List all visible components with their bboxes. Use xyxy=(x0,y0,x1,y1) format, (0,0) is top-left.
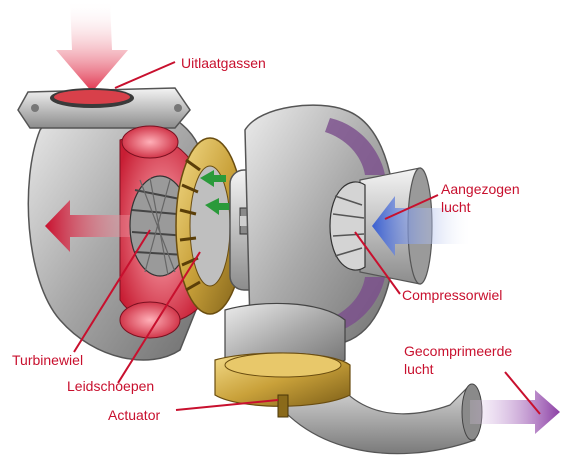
compressor-wheel xyxy=(329,181,366,271)
turbine-wheel xyxy=(129,175,191,277)
leader-lines xyxy=(73,61,541,415)
exhaust-inflow-arrow xyxy=(56,0,128,92)
compressor-housing xyxy=(244,104,433,348)
label-intake-air-line2: lucht xyxy=(441,199,471,215)
intake-air-arrow xyxy=(372,196,470,256)
label-turbine-wheel: Turbinewiel xyxy=(12,352,84,368)
label-compressed-air-line2: lucht xyxy=(404,361,434,377)
label-compressor-wheel: Compressorwiel xyxy=(402,287,503,303)
exhaust-outflow-arrow xyxy=(45,200,140,252)
guide-vanes-ring xyxy=(175,137,245,315)
label-intake-air-line1: Aangezogen xyxy=(441,181,520,197)
actuator-body xyxy=(214,302,351,418)
label-guide-vanes: Leidschoepen xyxy=(67,378,155,394)
label-exhaust-gases: Uitlaatgassen xyxy=(181,55,266,71)
label-compressed-air-line1: Gecomprimeerde xyxy=(404,343,513,359)
label-actuator: Actuator xyxy=(108,407,161,423)
